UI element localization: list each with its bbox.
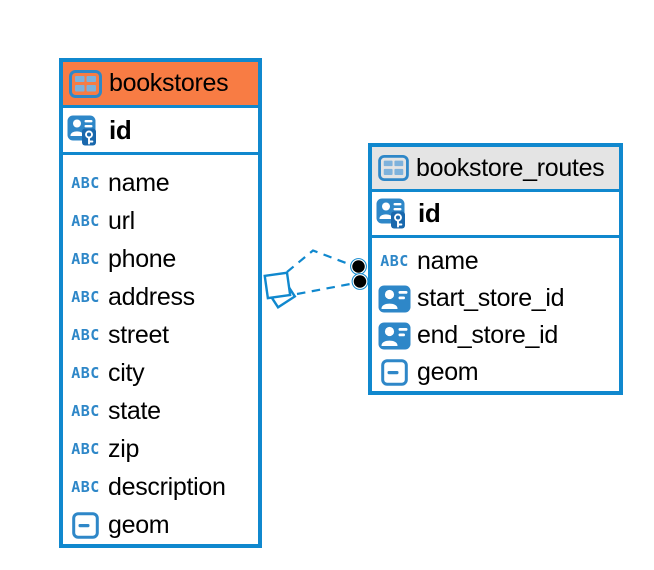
column-row[interactable]: ABC city (63, 354, 258, 392)
text-type-icon: ABC (71, 363, 100, 382)
primary-key-name: id (109, 114, 132, 145)
geometry-type-icon (378, 359, 411, 386)
column-row[interactable]: ABC name (372, 243, 619, 280)
column-name: geom (108, 510, 170, 539)
primary-key-icon (67, 115, 101, 146)
column-row[interactable]: geom (63, 506, 258, 544)
column-name: city (108, 358, 145, 387)
column-name: address (108, 282, 195, 311)
geometry-type-icon (69, 511, 102, 539)
column-name: name (108, 168, 170, 197)
relationship-dot-marker-lower[interactable] (351, 273, 369, 290)
text-type-icon: ABC (71, 325, 100, 344)
column-name: phone (108, 244, 177, 273)
table-header[interactable]: bookstore_routes (372, 147, 619, 192)
column-row[interactable]: ABC state (63, 392, 258, 430)
column-row[interactable]: geom (372, 354, 619, 391)
relationship-diamond-marker[interactable] (263, 271, 297, 309)
text-type-icon: ABC (380, 252, 409, 270)
table-title: bookstore_routes (416, 153, 605, 182)
relationship-dot-marker-upper[interactable] (350, 258, 367, 275)
column-name: geom (417, 358, 479, 386)
primary-key-row[interactable]: id (372, 192, 619, 238)
relationship-line-upper[interactable] (286, 249, 355, 273)
column-name: description (108, 472, 226, 501)
text-type-icon: ABC (71, 401, 100, 420)
column-row[interactable]: ABC address (63, 278, 258, 316)
text-type-icon: ABC (71, 211, 100, 230)
column-row[interactable]: ABC url (63, 202, 258, 240)
column-name: start_store_id (417, 284, 565, 312)
column-name: url (108, 206, 135, 235)
column-name: name (417, 247, 479, 275)
primary-key-row[interactable]: id (63, 108, 258, 155)
table-header[interactable]: bookstores (63, 62, 258, 108)
relationship-line-lower[interactable] (296, 282, 354, 296)
table-bookstore-routes[interactable]: bookstore_routes id ABC name (368, 143, 623, 395)
column-name: street (108, 320, 169, 349)
column-row[interactable]: ABC phone (63, 240, 258, 278)
primary-key-icon (376, 198, 410, 229)
column-row[interactable]: ABC description (63, 468, 258, 506)
text-type-icon: ABC (71, 173, 100, 192)
column-row[interactable]: ABC zip (63, 430, 258, 468)
column-list: ABC name ABC url ABC phone ABC address A… (63, 155, 258, 544)
text-type-icon: ABC (71, 249, 100, 268)
column-row[interactable]: ABC name (63, 164, 258, 202)
reference-type-icon (378, 285, 411, 313)
column-row[interactable]: end_store_id (372, 317, 619, 354)
table-bookstores[interactable]: bookstores id ABC name ABC url (59, 58, 262, 548)
text-type-icon: ABC (71, 287, 100, 306)
primary-key-name: id (418, 198, 441, 228)
column-row[interactable]: ABC street (63, 316, 258, 354)
text-type-icon: ABC (71, 439, 100, 458)
column-row[interactable]: start_store_id (372, 280, 619, 317)
text-type-icon: ABC (71, 477, 100, 496)
table-icon (378, 155, 409, 181)
column-name: end_store_id (417, 321, 558, 349)
table-icon (69, 69, 102, 98)
reference-type-icon (378, 322, 411, 350)
column-name: zip (108, 434, 140, 463)
table-title: bookstores (109, 69, 229, 97)
column-list: ABC name start_store_id (372, 238, 619, 391)
column-name: state (108, 396, 161, 425)
